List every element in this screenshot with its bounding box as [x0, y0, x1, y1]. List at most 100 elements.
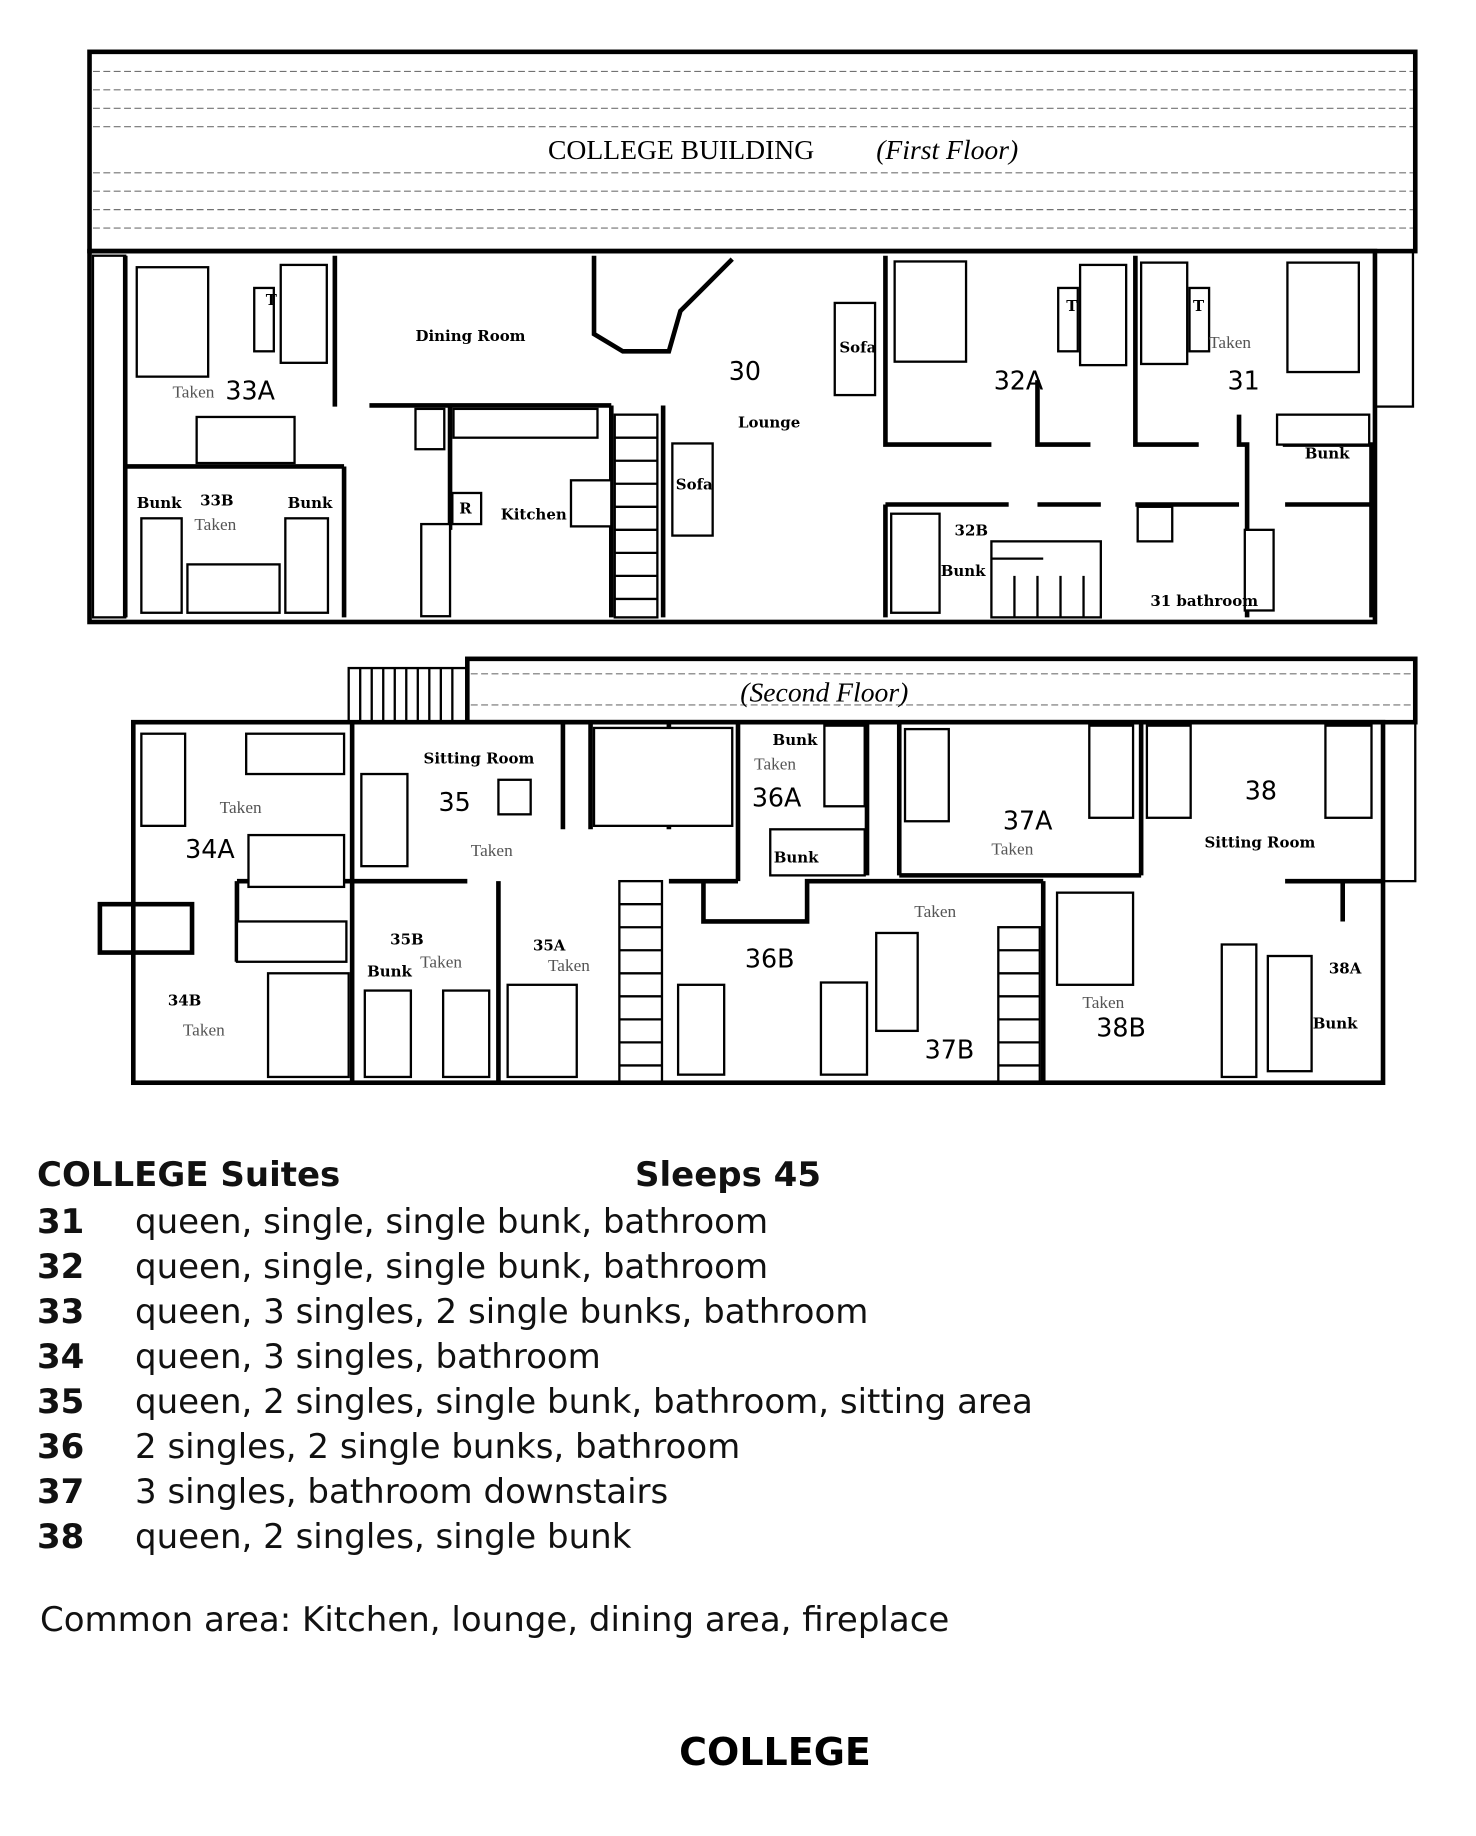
suite-description: queen, 2 singles, single bunk	[135, 1517, 632, 1557]
label-bunk-31: Bunk	[1305, 444, 1350, 462]
lounge-stairs	[613, 413, 659, 619]
bunk-33b-right	[284, 517, 330, 614]
nightstand-32a	[1057, 286, 1079, 353]
label-taken-31: Taken	[1209, 333, 1251, 352]
label-room-35b: 35B	[390, 930, 423, 948]
label-room-31: 31	[1228, 365, 1260, 395]
suite-number: 31	[37, 1202, 85, 1242]
sleeps-count: Sleeps 45	[635, 1155, 821, 1195]
footer-title: COLLEGE	[679, 1730, 871, 1774]
label-sofa-1: Sofa	[839, 338, 876, 356]
stove	[569, 479, 613, 528]
label-bunk-38a: Bunk	[1313, 1015, 1358, 1033]
label-bunk-35b: Bunk	[367, 963, 412, 981]
label-fridge: R	[459, 500, 472, 518]
suite-number: 38	[37, 1517, 85, 1557]
label-taken-34a: Taken	[220, 798, 262, 817]
single-bed-37a	[903, 727, 950, 823]
suite-number: 32	[37, 1247, 85, 1287]
suite-row: 38 queen, 2 singles, single bunk	[37, 1515, 1033, 1560]
bunk-36a	[823, 724, 866, 808]
suite-number: 34	[37, 1337, 85, 1377]
label-room-32a: 32A	[994, 365, 1044, 395]
single-bed-37b	[875, 931, 919, 1033]
label-room-30: 30	[729, 356, 761, 386]
single-bed-37a-2	[1088, 724, 1135, 819]
second-floor-header: (Second Floor)	[347, 656, 1418, 725]
bunk-36a-2	[769, 828, 866, 877]
nightstand-33a	[253, 286, 275, 353]
label-table-32a: T	[1066, 297, 1077, 315]
rear-stairs	[990, 540, 1102, 619]
label-taken-37b: Taken	[914, 902, 956, 921]
single-bed-33a	[279, 263, 328, 364]
suite-description: queen, 3 singles, bathroom	[135, 1337, 601, 1377]
label-bunk-36a-top: Bunk	[773, 731, 818, 749]
bunk-35b	[363, 989, 413, 1079]
queen-bed-35a	[506, 983, 578, 1079]
label-room-37a: 37A	[1003, 805, 1053, 835]
label-bunk-36a-bottom: Bunk	[774, 849, 819, 867]
queen-bed-38b	[1055, 891, 1135, 986]
label-table-31: T	[1193, 297, 1204, 315]
first-floor-plan: COLLEGE BUILDING (First Floor)	[87, 49, 1418, 625]
label-dining-room: Dining Room	[415, 327, 525, 345]
single-bed-34a-3	[247, 833, 346, 889]
bunk-31	[1275, 413, 1371, 446]
fireplace	[591, 255, 734, 354]
single-bed-38-2	[1324, 724, 1373, 819]
sink	[414, 407, 446, 451]
suite-number: 33	[37, 1292, 85, 1332]
bathtub-33	[420, 522, 452, 618]
label-table-33a: T	[266, 291, 277, 309]
label-room-36a: 36A	[752, 782, 802, 812]
bathtub-31	[1243, 528, 1275, 612]
common-area-note: Common area: Kitchen, lounge, dining are…	[40, 1600, 950, 1640]
queen-bed-33a	[135, 266, 210, 378]
label-taken-35: Taken	[471, 841, 513, 860]
refrigerator	[451, 491, 483, 526]
suites-header: COLLEGE Suites Sleeps 45	[37, 1155, 821, 1195]
single-bed-31	[1139, 261, 1189, 366]
shower-31	[1136, 505, 1174, 543]
label-bunk-33b-left: Bunk	[137, 494, 182, 512]
label-room-33b: 33B	[200, 492, 233, 510]
label-room-34a: 34A	[185, 834, 235, 864]
suites-list: 31 queen, single, single bunk, bathroom 3…	[37, 1200, 1033, 1560]
single-bed-34a	[140, 732, 187, 828]
label-taken-34b: Taken	[183, 1020, 225, 1039]
label-taken-35a: Taken	[548, 956, 590, 975]
suite-description: queen, 2 singles, single bunk, bathroom,…	[135, 1382, 1033, 1422]
label-room-35: 35	[439, 787, 471, 817]
single-bed-33b	[186, 563, 281, 614]
single-bed-33a-2	[195, 415, 296, 465]
label-room-35a: 35A	[533, 936, 566, 954]
suite-number: 35	[37, 1382, 85, 1422]
label-room-38a: 38A	[1329, 959, 1362, 977]
landing	[97, 901, 195, 955]
first-floor-header: COLLEGE BUILDING (First Floor)	[87, 49, 1418, 254]
suite-description: queen, single, single bunk, bathroom	[135, 1202, 769, 1242]
label-bunk-32b: Bunk	[941, 562, 986, 580]
queen-bed-31	[1286, 261, 1360, 374]
label-sofa-2: Sofa	[676, 476, 713, 494]
second-floor-title: (Second Floor)	[740, 676, 908, 707]
label-sitting-room-35: Sitting Room	[424, 750, 535, 768]
single-bed-35b	[441, 989, 491, 1079]
first-floor-title: COLLEGE BUILDING	[548, 134, 814, 165]
single-bed-35	[360, 772, 409, 868]
label-taken-37a: Taken	[991, 840, 1033, 859]
label-room-32b: 32B	[955, 522, 988, 540]
label-taken-36a: Taken	[754, 754, 796, 773]
exterior-stairs-second	[1381, 721, 1417, 883]
bathroom-35-36	[592, 726, 734, 828]
label-kitchen: Kitchen	[501, 505, 567, 523]
suites-heading: COLLEGE Suites	[37, 1155, 341, 1195]
table-35	[497, 778, 532, 816]
suite-description: 2 singles, 2 single bunks, bathroom	[135, 1427, 741, 1467]
single-bed-36b-1	[676, 983, 726, 1076]
suite-number: 36	[37, 1427, 85, 1467]
